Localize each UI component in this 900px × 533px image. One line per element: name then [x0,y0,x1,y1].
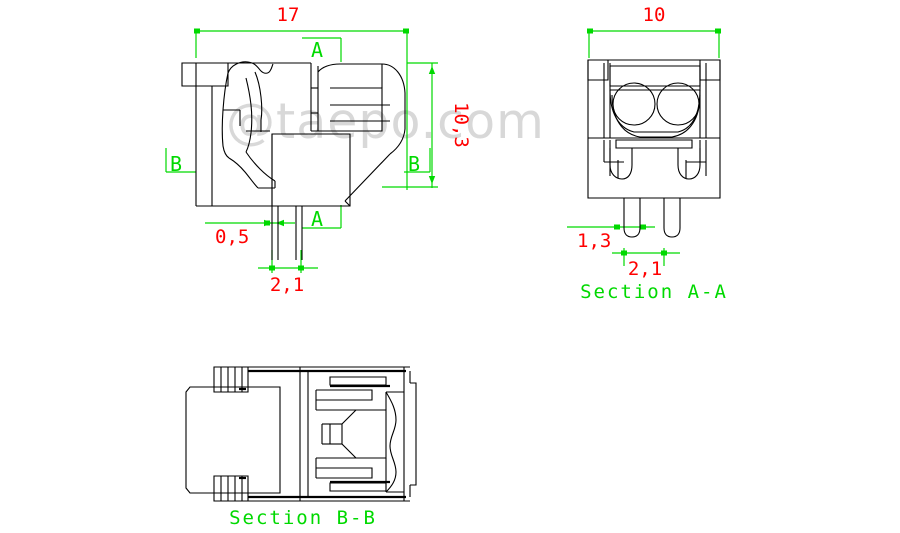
section-marker-b-right: B [404,148,431,176]
dimension-section-a-width: 10 [587,4,721,58]
dimension-label-section-a-pin-width: 1,3 [577,230,611,252]
section-marker-b-left: B [165,148,196,176]
section-b-b-title: Section B-B [229,507,377,529]
dimension-label-width: 17 [277,4,300,26]
section-a-geometry [587,59,721,238]
dimension-section-a-pin-pitch: 2,1 [612,248,680,280]
section-marker-label-b-left: B [170,152,182,176]
section-a-a-view: 10 1,3 2,1 Section A-A [567,4,728,303]
section-b-geometry [185,366,417,502]
dimension-label-section-a-pin-pitch: 2,1 [628,258,662,280]
dimension-pin-pitch: 2,1 [258,250,318,296]
dimension-label-pin-width: 0,5 [215,226,249,248]
dimension-label-height: 10,3 [450,102,472,148]
section-marker-a-bottom: A [302,205,342,231]
section-a-a-title: Section A-A [580,281,728,303]
section-marker-label-b-right: B [408,152,420,176]
section-marker-label-a-bottom: A [311,207,323,231]
front-view-geometry [181,61,406,260]
dimension-label-pin-pitch: 2,1 [270,274,304,296]
section-marker-label-a-top: A [311,38,323,62]
front-elevation-view: 17 10,3 A A B [165,4,472,296]
dimension-label-section-a-width: 10 [643,4,666,26]
section-b-b-view: Section B-B [185,366,417,529]
dimension-section-a-pin-width: 1,3 [567,224,655,252]
dimension-overall-width: 17 [194,4,409,190]
section-marker-a-top: A [302,37,342,62]
dimension-overall-height: 10,3 [382,62,472,188]
dimension-pin-width: 0,5 [205,219,295,248]
